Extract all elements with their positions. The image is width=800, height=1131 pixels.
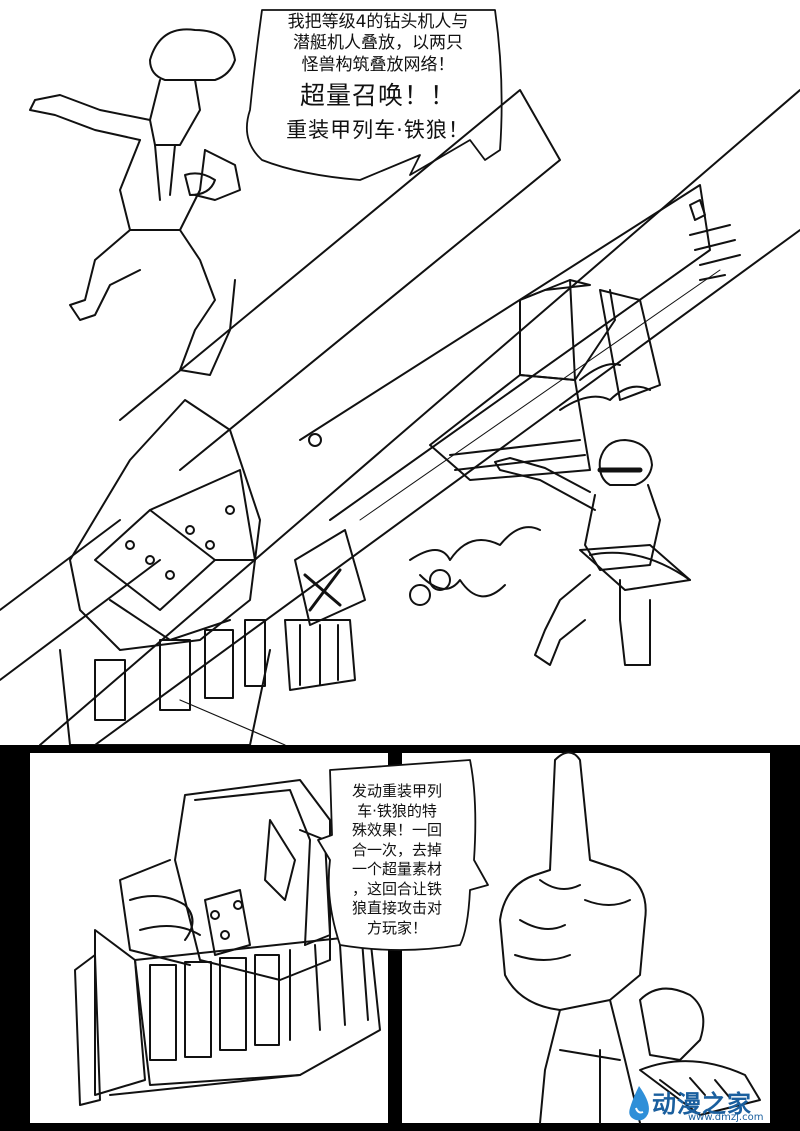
speech-bubble-2-text: 发动重装甲列 车·铁狼的特 殊效果！一回 合一次，去掉 一个超量素材 ，这回合让… — [332, 782, 462, 938]
speech-bubble-1 — [246, 9, 503, 181]
watermark-logo-text: 动漫之家 — [652, 1090, 752, 1118]
top-panel-art — [0, 9, 800, 746]
bubble1-shout: 超量召唤！！ — [299, 80, 456, 110]
kneeling-boy — [494, 439, 691, 666]
panel-borders — [0, 745, 800, 1131]
watermark-url: www.dmzj.com — [688, 1112, 764, 1123]
bubble2-line3: 殊效果！一回 — [351, 821, 442, 839]
bubble2-line5: 一个超量素材 — [351, 860, 442, 878]
bubble1-line1: 我把等级4的钻头机人与 — [287, 12, 469, 32]
bubble2-line1: 发动重装甲列 — [351, 782, 442, 800]
bubble2-line4: 合一次，去掉 — [351, 840, 442, 859]
speech-bubble-2 — [317, 759, 489, 951]
bubble1-monster-name: 重装甲列车·铁狼！ — [286, 118, 470, 142]
bubble2-line7: 狼直接攻击对 — [351, 899, 442, 917]
site-watermark: 动漫之家 www.dmzj.com — [629, 1082, 797, 1128]
bottom-right-panel-art — [499, 751, 761, 1124]
bubble1-line2: 潜艇机人叠放，以两只 — [293, 33, 463, 54]
bubble2-line8: 方玩家！ — [366, 918, 427, 937]
bubble1-line3: 怪兽构筑叠放网络！ — [301, 54, 455, 75]
watermark-drop-icon — [629, 1086, 649, 1121]
speech-bubble-1-text: 我把等级4的钻头机人与 潜艇机人叠放，以两只 怪兽构筑叠放网络！ 超量召唤！！ … — [262, 12, 494, 143]
bubble2-line2: 车·铁狼的特 — [357, 801, 437, 820]
jumping-boy — [29, 28, 241, 376]
bubble2-line6: ，这回合让铁 — [351, 879, 442, 898]
bottom-left-panel-art — [74, 779, 381, 1106]
